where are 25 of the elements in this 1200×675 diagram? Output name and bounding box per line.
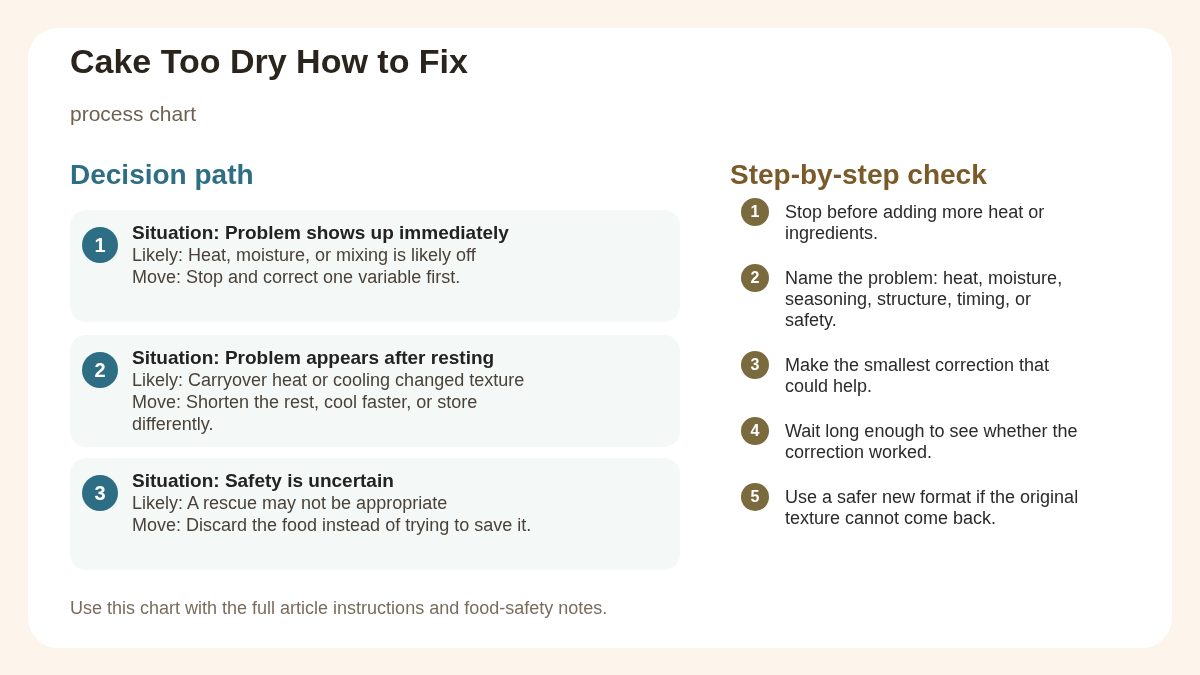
move-text: Move: Discard the food instead of trying to save it. bbox=[132, 514, 532, 536]
step-text: Make the smallest correction that could help. bbox=[785, 354, 1051, 397]
move-text: Move: Shorten the rest, cool faster, or store differently. bbox=[132, 391, 479, 435]
situation-heading: Situation: Problem shows up immediately bbox=[132, 222, 510, 244]
step-text: Stop before adding more heat or ingredients. bbox=[785, 201, 1046, 244]
situation-heading: Situation: Safety is uncertain bbox=[132, 470, 395, 492]
likely-cause-text: Likely: Carryover heat or cooling changed texture bbox=[132, 369, 526, 391]
number-badge: 3 bbox=[82, 475, 118, 511]
likely-cause-text: Likely: A rescue may not be appropriate bbox=[132, 492, 449, 514]
situation-card bbox=[70, 458, 680, 570]
situation-card bbox=[70, 210, 680, 322]
number-badge: 1 bbox=[82, 227, 118, 263]
section-heading: Step-by-step check bbox=[730, 159, 987, 191]
subtitle: process chart bbox=[70, 101, 197, 127]
situation-heading: Situation: Problem appears after resting bbox=[132, 347, 496, 369]
number-badge: 2 bbox=[82, 352, 118, 388]
section-heading: Decision path bbox=[70, 159, 254, 191]
likely-cause-text: Likely: Heat, moisture, or mixing is likely off bbox=[132, 244, 477, 266]
chart-title: Cake Too Dry How to Fix bbox=[70, 41, 468, 81]
step-text: Use a safer new format if the original texture cannot come back. bbox=[785, 486, 1080, 529]
step-text: Wait long enough to see whether the correction worked. bbox=[785, 420, 1079, 463]
step-text: Name the problem: heat, moisture, seasoning, structure, timing, or safety. bbox=[785, 267, 1064, 331]
move-text: Move: Stop and correct one variable first. bbox=[132, 266, 462, 288]
situation-card bbox=[70, 335, 680, 447]
footer-note: Use this chart with the full article instructions and food-safety notes. bbox=[70, 597, 608, 619]
